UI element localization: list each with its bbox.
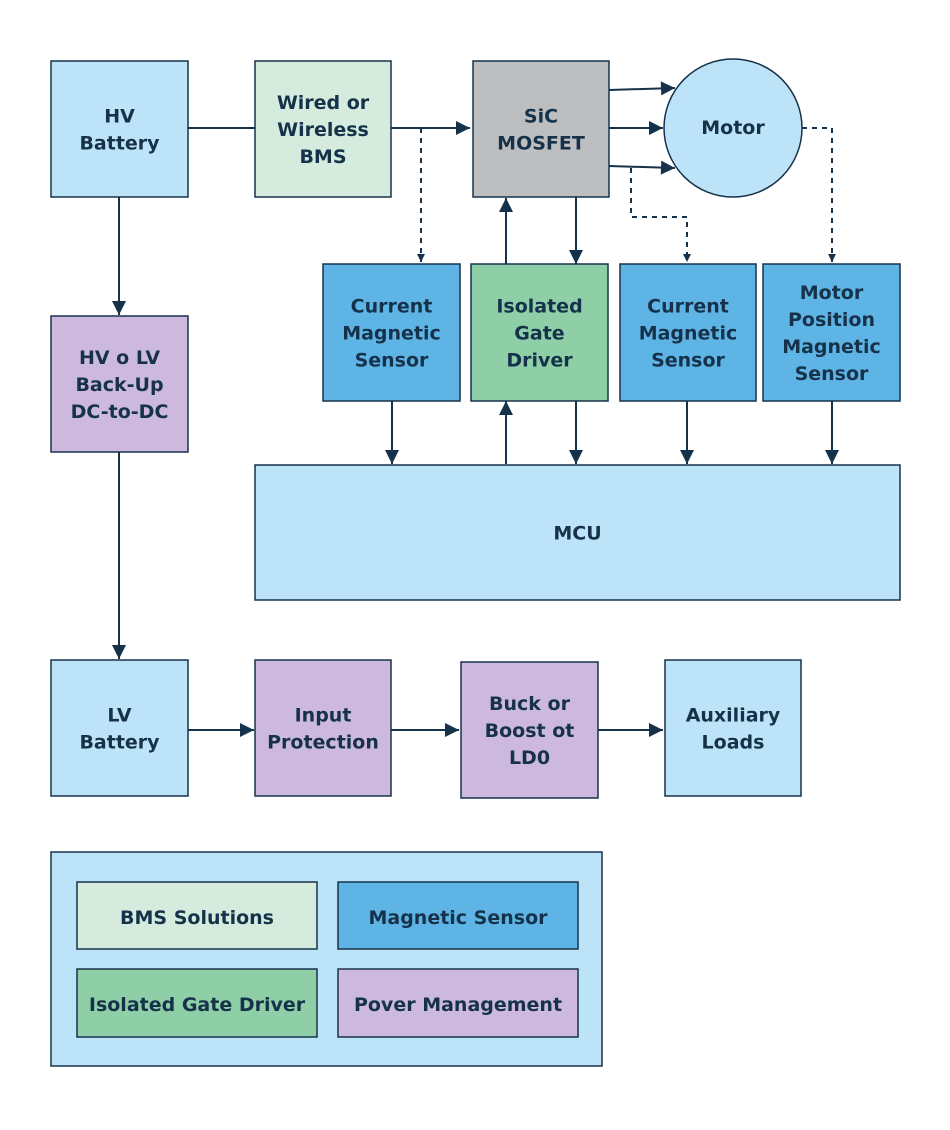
- hv-battery-block: HV Battery: [50, 60, 189, 198]
- motor-block: Motor: [663, 58, 803, 198]
- buck-boost-ldo-label-line: Boost ot: [485, 720, 575, 742]
- legend-bms-label: BMS Solutions: [120, 907, 274, 929]
- hv-lv-dcdc-label-line: Back-Up: [75, 374, 163, 396]
- motor-circle: [663, 58, 803, 198]
- mcu-box: [254, 464, 901, 601]
- hv-battery-label-line: Battery: [79, 133, 160, 155]
- motor-position-sensor-label-line: Magnetic: [782, 336, 881, 358]
- legend: BMS Solutions Magnetic Sensor Isolated G…: [50, 851, 603, 1067]
- sic-mosfet-block: SiC MOSFET: [472, 60, 610, 198]
- hv-lv-dcdc-box: [50, 315, 189, 453]
- buck-boost-ldo-block: Buck or Boost ot LD0: [460, 661, 599, 799]
- motor-position-sensor-box: [762, 263, 901, 402]
- current-sensor-2-label-line: Sensor: [651, 350, 725, 372]
- auxiliary-loads-box: [664, 659, 802, 797]
- mosfet-label-line: MOSFET: [497, 133, 585, 155]
- connectors: [112, 81, 839, 737]
- bms-box: [254, 60, 392, 198]
- bms-label-line: Wired or: [277, 92, 370, 114]
- dashed-link-motor-to-position-sensor: [802, 127, 836, 262]
- arrow-mosfet-to-motor-1: [608, 81, 676, 96]
- input-protection-label-line: Input: [295, 705, 352, 727]
- motor-position-sensor-label-line: Motor: [800, 282, 864, 304]
- buck-boost-ldo-box: [460, 661, 599, 799]
- lv-battery-block: LV Battery: [50, 659, 189, 797]
- legend-gate-driver-swatch: [76, 968, 318, 1038]
- bms-label-line: Wireless: [277, 119, 369, 141]
- current-sensor-1-label-line: Magnetic: [342, 323, 441, 345]
- lv-battery-label-line: Battery: [79, 732, 160, 754]
- current-sensor-1-box: [322, 263, 461, 402]
- mcu-block: MCU: [254, 464, 901, 601]
- arrow-mosfet-to-motor-3: [608, 160, 676, 175]
- auxiliary-loads-label-line: Loads: [702, 732, 765, 754]
- dashed-link-to-current-sensor-2: [630, 168, 691, 262]
- input-protection-label-line: Protection: [267, 732, 379, 754]
- hv-battery-label-line: HV: [104, 106, 135, 128]
- hv-battery-box: [50, 60, 189, 198]
- auxiliary-loads-label-line: Auxiliary: [686, 705, 781, 727]
- motor-label: Motor: [701, 117, 765, 139]
- bms-label-line: BMS: [299, 146, 346, 168]
- current-sensor-1-label-line: Sensor: [355, 350, 429, 372]
- legend-magnetic-label: Magnetic Sensor: [368, 907, 548, 929]
- gate-driver-label-line: Isolated: [496, 296, 582, 318]
- hv-lv-dcdc-label-line: DC-to-DC: [71, 401, 169, 423]
- gate-driver-label-line: Gate: [514, 323, 564, 345]
- legend-magnetic-swatch: [337, 881, 579, 950]
- lv-battery-label-line: LV: [107, 705, 131, 727]
- legend-power-swatch: [337, 968, 579, 1038]
- gate-driver-box: [470, 263, 609, 402]
- current-sensor-2-box: [619, 263, 757, 402]
- motor-position-sensor-label-line: Position: [788, 309, 875, 331]
- legend-power-label: Pover Management: [354, 994, 562, 1016]
- motor-position-sensor-label-line: Sensor: [795, 363, 869, 385]
- mosfet-label-line: SiC: [524, 106, 558, 128]
- current-sensor-1-label-line: Current: [351, 296, 433, 318]
- gate-driver-label-line: Driver: [506, 350, 573, 372]
- current-sensor-2-label-line: Magnetic: [639, 323, 738, 345]
- current-sensor-2-label-line: Current: [647, 296, 729, 318]
- input-protection-box: [254, 659, 392, 797]
- buck-boost-ldo-label-line: Buck or: [489, 693, 571, 715]
- legend-bms-swatch: [76, 881, 318, 950]
- mcu-label-line: MCU: [553, 523, 601, 545]
- legend-gate-driver-label: Isolated Gate Driver: [89, 994, 306, 1016]
- buck-boost-ldo-label-line: LD0: [509, 747, 550, 769]
- mosfet-box: [472, 60, 610, 198]
- lv-battery-box: [50, 659, 189, 797]
- hv-lv-dcdc-label-line: HV o LV: [79, 347, 160, 369]
